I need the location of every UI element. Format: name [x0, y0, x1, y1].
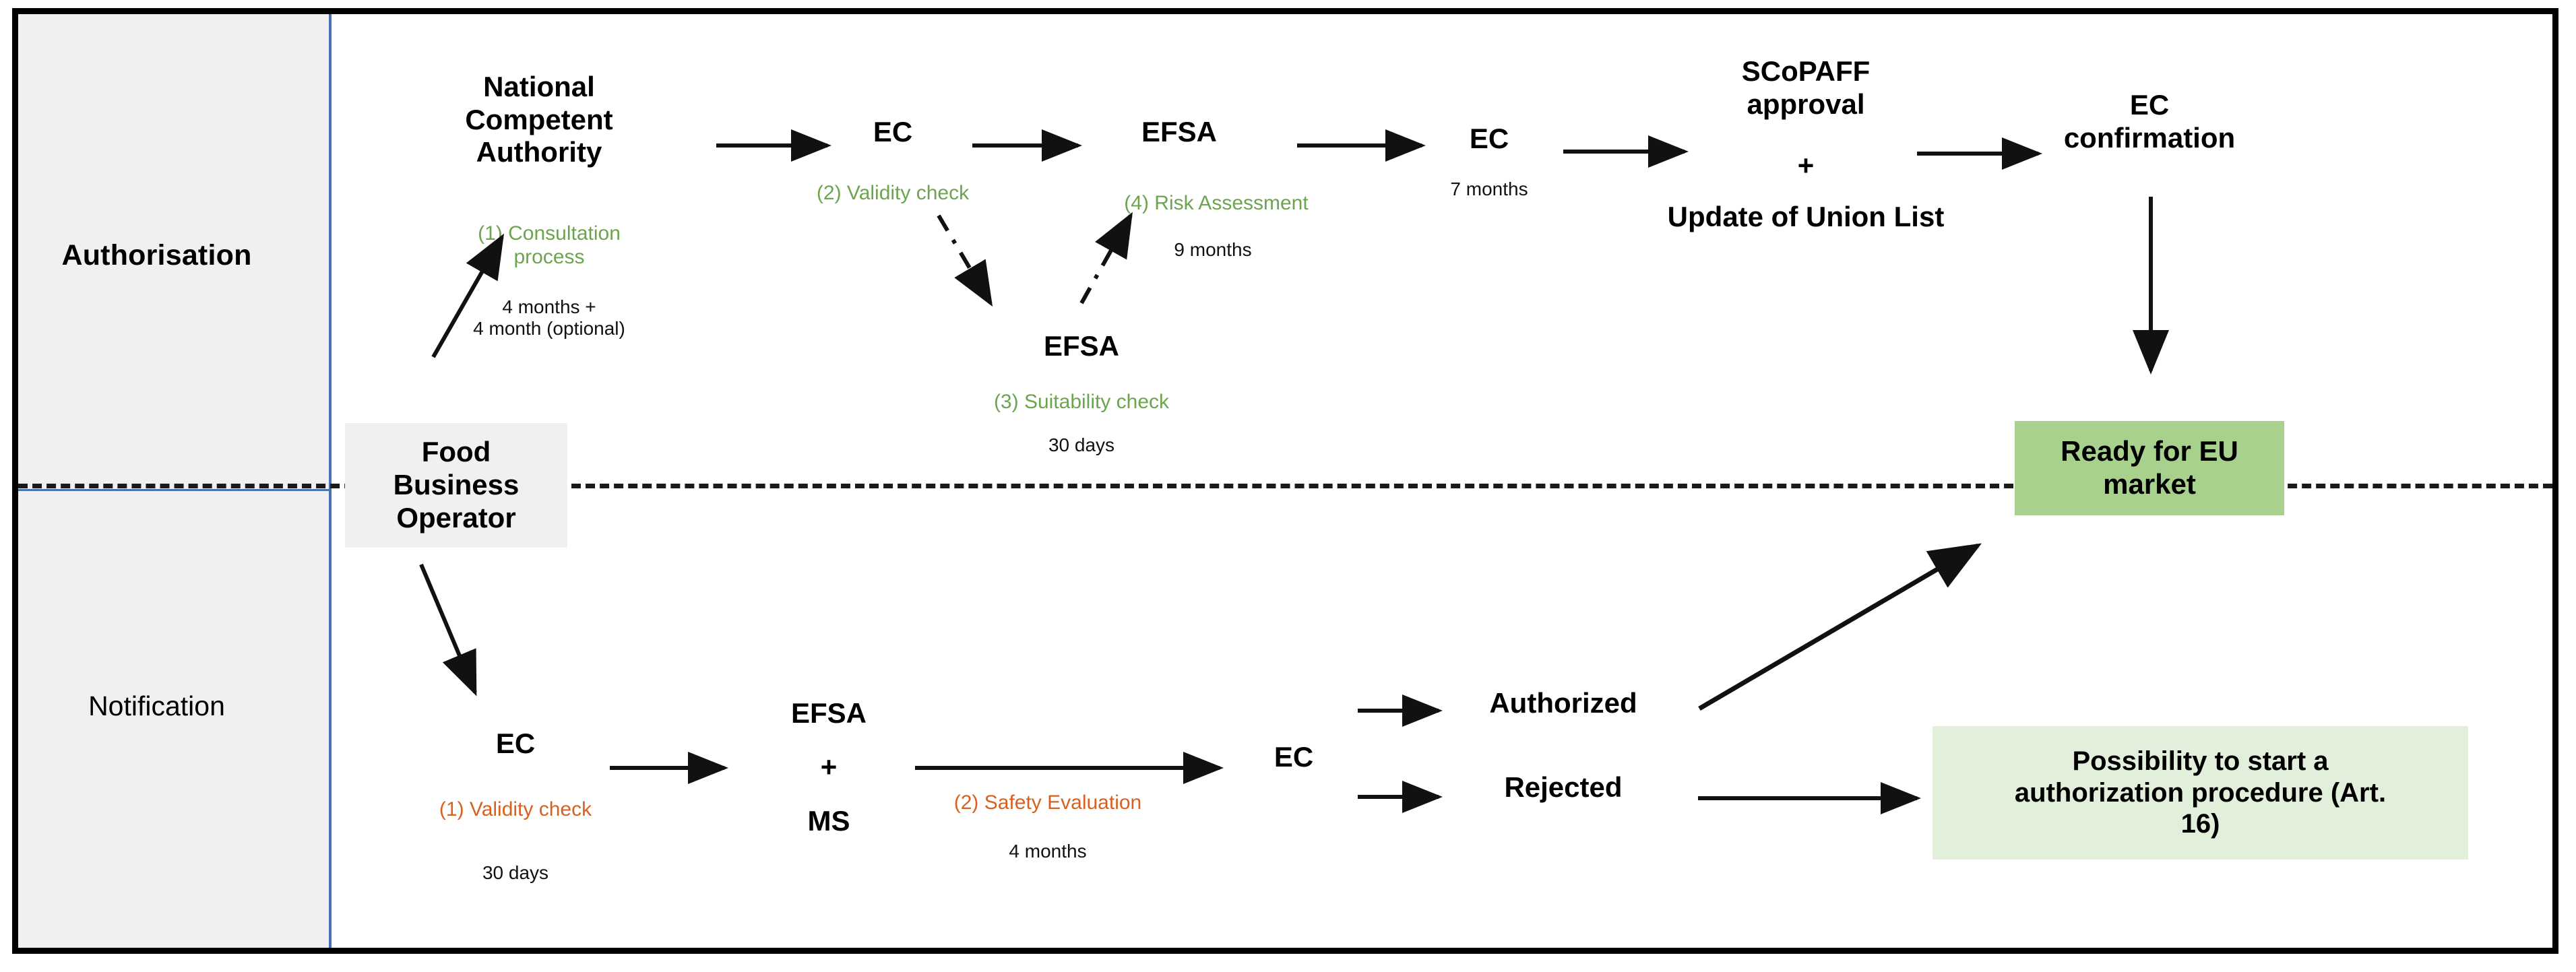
time-validity-check-notif: 30 days	[482, 862, 549, 883]
category-label-notification: Notification	[88, 690, 225, 721]
node-ec-validity-check-notif: EC	[495, 727, 536, 759]
category-label-authorisation: Authorisation	[61, 239, 252, 271]
outcome-art16-possibility: Possibility to start a authorization pro…	[1933, 726, 2468, 860]
node-efsa-notif: EFSA	[790, 697, 867, 729]
label-validity-check-notif: (1) Validity check	[439, 798, 592, 820]
node-authorized: Authorized	[1489, 687, 1637, 719]
node-scopaff-approval: SCoPAFF approval	[1741, 55, 1871, 120]
label-consultation-process: (1) Consultation process	[478, 222, 621, 268]
label-validity-check-auth: (2) Validity check	[816, 182, 970, 204]
lane-divider-dashed	[18, 484, 2552, 488]
node-rejected: Rejected	[1504, 771, 1623, 803]
lane-divider-blue	[18, 489, 332, 491]
node-scopaff-plus-sign: +	[1797, 150, 1815, 181]
time-safety-evaluation: 4 months	[1009, 841, 1087, 862]
node-ec-validity-check: EC	[873, 116, 913, 148]
time-ec-decision: 7 months	[1450, 179, 1528, 199]
node-efsa-suitability-check: EFSA	[1043, 330, 1119, 362]
node-ms: MS	[807, 805, 850, 837]
node-efsa-risk-assessment: EFSA	[1141, 116, 1217, 148]
label-risk-assessment: (4) Risk Assessment	[1124, 192, 1309, 214]
label-safety-evaluation: (2) Safety Evaluation	[953, 791, 1142, 814]
node-ec-confirmation: EC confirmation	[2063, 89, 2236, 154]
outcome-ready-for-eu-market: Ready for EU market	[2015, 421, 2284, 515]
label-suitability-check: (3) Suitability check	[993, 391, 1170, 413]
node-notif-plus-sign: +	[820, 751, 838, 783]
time-risk-assessment: 9 months	[1174, 239, 1252, 260]
node-ec-decision: EC	[1469, 123, 1509, 154]
node-update-union-list: Update of Union List	[1667, 201, 1945, 232]
node-national-competent-authority: National Competent Authority	[465, 71, 613, 168]
node-food-business-operator: Food Business Operator	[345, 423, 567, 548]
time-consultation-process: 4 months + 4 month (optional)	[473, 296, 625, 339]
time-suitability-check: 30 days	[1048, 434, 1115, 455]
category-column	[18, 14, 332, 948]
node-ec-outcome: EC	[1274, 741, 1314, 773]
